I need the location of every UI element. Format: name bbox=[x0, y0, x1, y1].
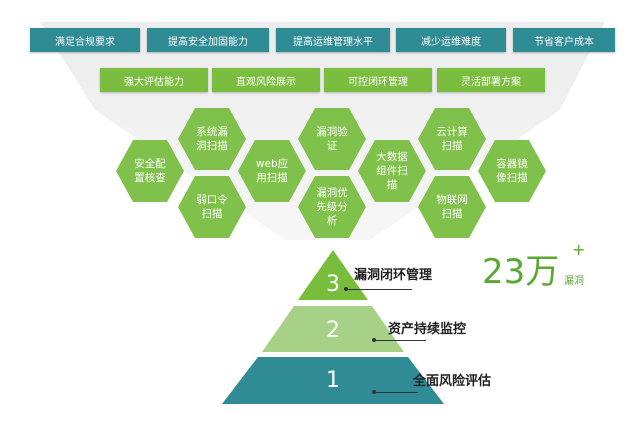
hex-iot-scan: 物联网 扫描 bbox=[418, 176, 486, 238]
goal-hardening: 提高安全加固能力 bbox=[147, 28, 269, 52]
tier-2-leader bbox=[374, 340, 426, 341]
capability-assessment: 强大评估能力 bbox=[100, 68, 208, 92]
hex-vuln-priority: 漏洞优 先级分 析 bbox=[298, 176, 366, 238]
goal-compliance: 满足合规要求 bbox=[30, 28, 140, 52]
capability-closed-loop: 可控闭环管理 bbox=[324, 68, 432, 92]
hex-bigdata-scan: 大数据 组件扫 描 bbox=[358, 140, 426, 202]
vuln-count-unit: 漏洞 bbox=[564, 276, 584, 287]
tier-2-label: 资产持续监控 bbox=[388, 322, 467, 337]
goal-ops-management: 提高运维管理水平 bbox=[276, 28, 390, 52]
tier-1-number: 1 bbox=[326, 368, 340, 393]
goal-save-cost: 节省客户成本 bbox=[513, 28, 615, 52]
capability-risk-display: 直观风险展示 bbox=[212, 68, 320, 92]
tier-3-number: 3 bbox=[326, 272, 340, 297]
tier-2-number: 2 bbox=[326, 318, 340, 343]
capability-deployment: 灵活部署方案 bbox=[437, 68, 545, 92]
tier-1-label: 全面风险评估 bbox=[413, 374, 492, 389]
tier-1-leader bbox=[374, 392, 418, 393]
tier-3-leader bbox=[346, 289, 412, 290]
vuln-count: 23万 bbox=[482, 252, 560, 292]
pyramid-tier-2 bbox=[262, 306, 404, 352]
pyramid-tier-3 bbox=[298, 250, 368, 300]
hex-vuln-verify: 漏洞验 证 bbox=[298, 108, 366, 170]
vuln-count-plus: + bbox=[572, 240, 586, 259]
tier-3-label: 漏洞闭环管理 bbox=[354, 268, 433, 283]
hex-cloud-scan: 云计算 扫描 bbox=[418, 108, 486, 170]
goal-reduce-difficulty: 减少运维难度 bbox=[396, 28, 506, 52]
